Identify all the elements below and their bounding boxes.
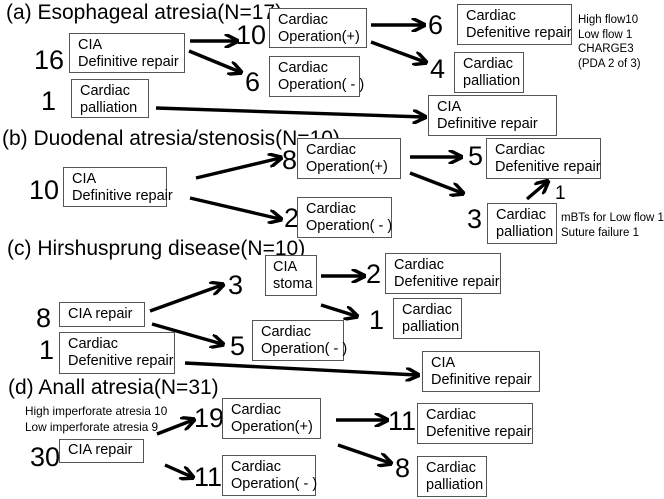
count-b-palliation-to-repair: 1 [555, 183, 566, 204]
count-a-palliation: 4 [430, 54, 446, 84]
count-c-palliation: 1 [369, 305, 385, 335]
count-b-palliation: 3 [467, 204, 483, 234]
box-c-cia-stoma: CIA stoma [265, 255, 317, 296]
arrow-c-def-to-cia [184, 361, 417, 375]
box-c-cardiac-defenitive-repair: Cardiac Defenitive repair [385, 253, 501, 294]
section-c-title: (c) Hirshusprung disease(N=10) [7, 237, 306, 260]
arrow-b-opplus-to-pall [409, 171, 462, 193]
count-b-op-minus: 2 [284, 203, 300, 233]
count-a-op-minus: 6 [245, 67, 261, 97]
count-d-palliation: 8 [395, 453, 411, 483]
arrow-d-opplus-to-pall [337, 443, 390, 463]
count-c-stoma: 3 [228, 270, 244, 300]
arrow-c-stoma-to-pall [320, 303, 356, 316]
box-d-cia-repair: CIA repair [59, 439, 144, 463]
note-b-palliation: mBTs for Low flow 1 Suture failure 1 [561, 212, 664, 239]
count-d-op-plus: 19 [194, 403, 225, 433]
box-c-cardiac-operation-minus: Cardiac Operation( - ) [252, 320, 347, 361]
count-a-op-plus: 10 [236, 20, 267, 50]
arrow-a-pall-to-cia [155, 106, 424, 117]
box-b-cardiac-operation-plus: Cardiac Operation(+) [297, 138, 401, 179]
note-a-defenitive-repair: High flow10 Low flow 1 CHARGE3 (PDA 2 of… [578, 14, 641, 70]
count-d-op-minus: 11 [194, 462, 223, 492]
box-b-cardiac-palliation: Cardiac palliation [487, 203, 557, 244]
count-b-start-main: 10 [29, 175, 60, 205]
count-c-def-repair: 2 [366, 259, 382, 289]
section-d-title: (d) Anall atresia(N=31) [8, 376, 219, 399]
count-c-start-main: 8 [36, 303, 52, 333]
box-c-cia-repair: CIA repair [59, 302, 145, 327]
arrow-b-cia-to-opplus [195, 158, 280, 180]
count-a-start-main: 16 [34, 45, 65, 75]
count-c-start-alt: 1 [39, 335, 55, 365]
box-b-cardiac-operation-minus: Cardiac Operation( - ) [297, 197, 392, 238]
count-b-op-plus: 8 [282, 145, 298, 175]
box-a-cardiac-palliation: Cardiac palliation [454, 52, 524, 93]
box-a-cardiac-defenitive-repair: Cardiac Defenitive repair [457, 4, 572, 45]
count-d-start-main: 30 [30, 442, 61, 472]
box-c-cia-definitive-repair-end: CIA Definitive repair [422, 351, 540, 392]
box-c-cardiac-palliation: Cardiac palliation [393, 298, 462, 339]
count-c-op-minus: 5 [230, 331, 246, 361]
box-d-cardiac-operation-plus: Cardiac Operation(+) [222, 398, 321, 439]
count-d-def-repair: 11 [388, 406, 417, 436]
box-b-cia-definitive-repair: CIA Definitive repair [63, 167, 173, 207]
arrow-b-pall-to-def [525, 182, 547, 201]
box-a-cardiac-operation-minus: Cardiac Operation( - ) [269, 56, 364, 97]
box-d-cardiac-defenitive-repair: Cardiac Defenitive repair [417, 403, 533, 444]
box-b-cardiac-defenitive-repair: Cardiac Defenitive repair [486, 138, 601, 179]
box-a-cardiac-palliation-start: Cardiac palliation [71, 79, 149, 118]
arrow-d-cia-to-opminus [164, 463, 192, 477]
section-a-title: (a) Esophageal atresia(N=17) [6, 1, 283, 24]
count-a-def-repair: 6 [428, 10, 444, 40]
count-b-def-repair: 5 [468, 141, 484, 171]
count-a-start-alt: 1 [41, 86, 57, 116]
arrow-a-cia-to-opminus [188, 49, 240, 72]
box-d-cardiac-operation-minus: Cardiac Operation( - ) [222, 455, 317, 496]
note-d-imperforate: High imperforate atresia 10 Low imperfor… [25, 404, 168, 434]
box-d-cardiac-palliation: Cardiac palliation [417, 456, 487, 497]
arrow-c-cia-to-stoma [149, 285, 222, 313]
box-a-cia-definitive-repair-end: CIA Definitive repair [428, 95, 557, 136]
arrow-a-opplus-to-pall [370, 40, 425, 62]
arrow-b-cia-to-opminus [189, 196, 280, 219]
box-c-cardiac-defenitive-repair-start: Cardiac Defenitive repair [59, 332, 175, 374]
box-a-cia-definitive-repair: CIA Definitive repair [69, 33, 185, 73]
box-a-cardiac-operation-plus: Cardiac Operation(+) [269, 8, 367, 48]
section-b-title: (b) Duodenal atresia/stenosis(N=10) [2, 127, 340, 150]
